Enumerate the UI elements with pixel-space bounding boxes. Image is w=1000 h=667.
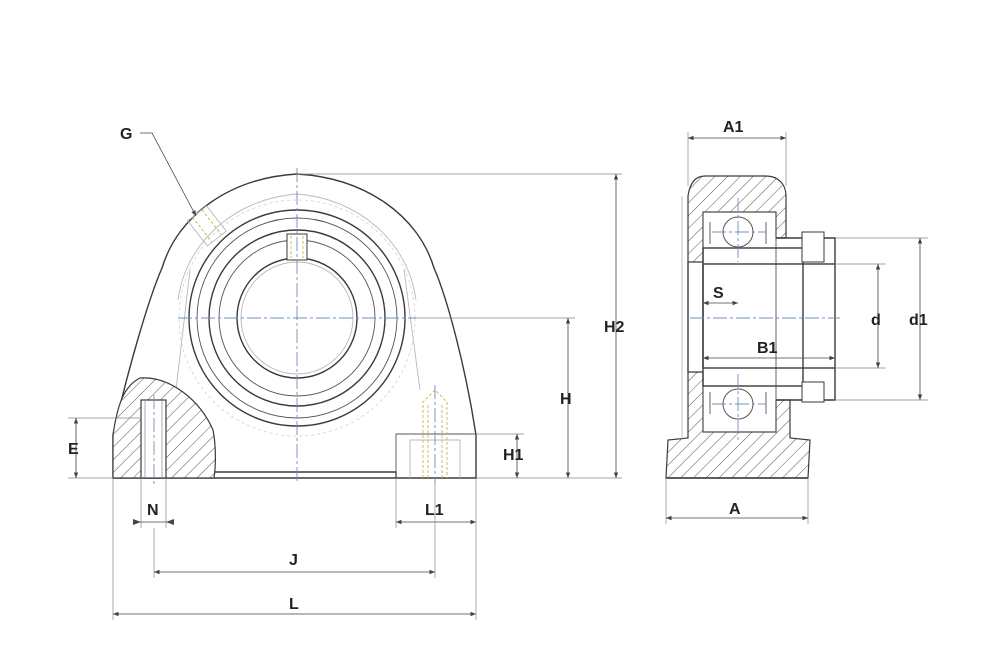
label-l1: L1 (425, 502, 444, 519)
label-g: G (120, 126, 132, 143)
label-h1: H1 (503, 447, 524, 464)
base-line (195, 471, 397, 478)
n-arrow-left (133, 519, 141, 525)
right-foot (395, 433, 476, 478)
side-set-screw-bottom (801, 381, 825, 403)
housing-shoulder-left (175, 269, 191, 391)
side-seal-top (709, 222, 767, 244)
label-l: L (289, 596, 299, 613)
dimensions: G A1 H2 H H1 E N L1 (68, 119, 928, 620)
label-a: A (729, 501, 741, 518)
label-n: N (147, 502, 159, 519)
housing-shoulder-right (403, 269, 421, 391)
side-set-screw-top (801, 231, 825, 263)
label-d1: d1 (909, 312, 928, 329)
grease-port (187, 205, 227, 247)
side-bore (702, 263, 836, 369)
label-b1: B1 (757, 340, 778, 357)
n-arrow-right (166, 519, 174, 525)
side-inner-ring (702, 247, 804, 387)
front-view (112, 168, 477, 484)
label-e: E (68, 441, 79, 458)
side-view (665, 175, 840, 479)
label-s: S (713, 285, 724, 302)
label-a1: A1 (723, 119, 744, 136)
label-j: J (289, 552, 298, 569)
g-leader (140, 132, 197, 217)
label-d: d (871, 312, 881, 329)
side-seal-bottom (709, 392, 767, 414)
label-h: H (560, 391, 572, 408)
label-h2: H2 (604, 319, 625, 336)
right-bolt-hole-inner (427, 405, 443, 478)
